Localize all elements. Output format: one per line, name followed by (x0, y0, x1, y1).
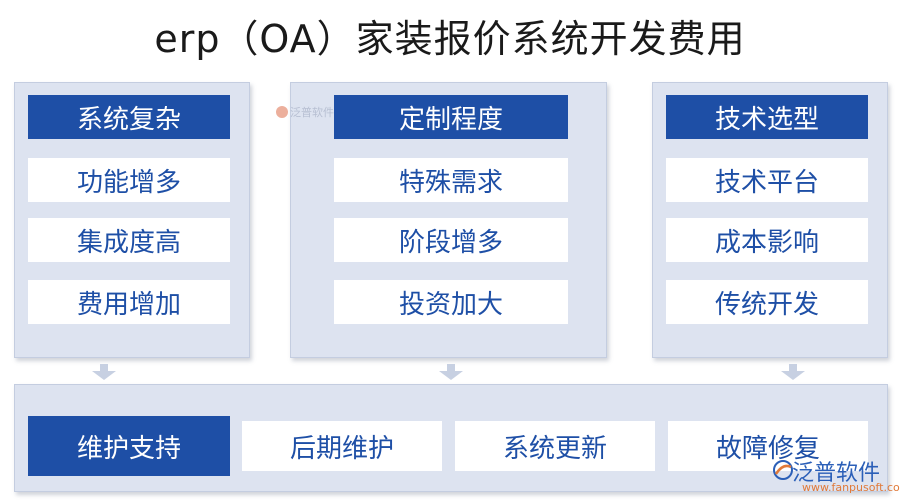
header-maintenance: 维护支持 (28, 416, 230, 476)
item-fault-repair: 故障修复 (668, 421, 868, 471)
item-high-integration: 集成度高 (28, 218, 230, 262)
logo-icon (773, 460, 793, 480)
header-customization: 定制程度 (334, 95, 568, 139)
watermark-brand: 泛普软件 www.fanpusoft.com (770, 455, 900, 495)
item-tech-platform: 技术平台 (666, 158, 868, 202)
header-tech-selection: 技术选型 (666, 95, 868, 139)
item-system-update: 系统更新 (455, 421, 655, 471)
item-cost-increase: 费用增加 (28, 280, 230, 324)
item-special-needs: 特殊需求 (334, 158, 568, 202)
watermark-small-text: 泛普软件 (290, 106, 334, 119)
item-traditional-dev: 传统开发 (666, 280, 868, 324)
watermark-small: 泛普软件 (276, 104, 334, 120)
item-cost-impact: 成本影响 (666, 218, 868, 262)
logo-icon (276, 106, 288, 118)
item-more-stages: 阶段增多 (334, 218, 568, 262)
item-more-investment: 投资加大 (334, 280, 568, 324)
header-system-complexity: 系统复杂 (28, 95, 230, 139)
item-more-features: 功能增多 (28, 158, 230, 202)
watermark-brand-text: 泛普软件 (792, 461, 881, 486)
watermark-url: www.fanpusoft.com (802, 481, 900, 494)
page-title: erp（OA）家装报价系统开发费用 (154, 17, 746, 61)
item-post-maintenance: 后期维护 (242, 421, 442, 471)
